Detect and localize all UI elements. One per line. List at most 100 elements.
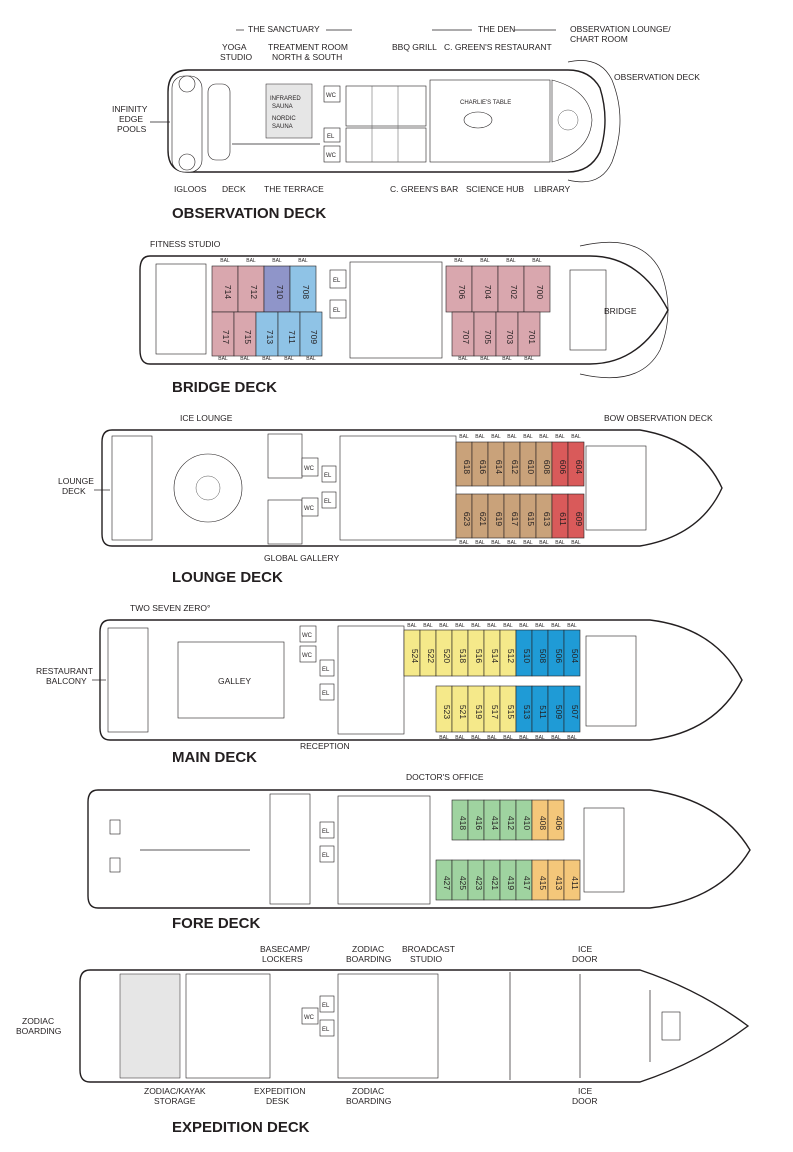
cabin-number: 507 xyxy=(570,705,580,719)
cabin-box xyxy=(563,685,581,733)
cabin-number: 715 xyxy=(243,330,253,344)
lounge-deck-label: LOUNGE xyxy=(58,476,94,486)
observation-deck-title: OBSERVATION DECK xyxy=(172,205,326,222)
infinity-pool xyxy=(207,83,231,161)
el-label-2: EL xyxy=(324,499,332,505)
balcony-label: BAL xyxy=(567,735,577,741)
cabin-number: 606 xyxy=(558,460,568,474)
balcony-label: BAL xyxy=(262,356,272,362)
balcony-label: BAL xyxy=(555,540,565,546)
crew-area xyxy=(269,793,311,905)
wc-label-2: WC xyxy=(304,506,315,512)
wc-label: WC xyxy=(302,633,313,639)
cabin-number: 417 xyxy=(522,876,532,890)
zodiac-boarding-bottom-label-2: BOARDING xyxy=(346,1096,391,1106)
reception-area xyxy=(337,625,405,735)
cabin-number: 521 xyxy=(458,705,468,719)
cabin-number: 517 xyxy=(490,705,500,719)
cabin-number: 623 xyxy=(462,512,472,526)
main-cabins: 524BAL522BAL520BAL518BAL516BAL514BAL512B… xyxy=(403,623,581,741)
wc-room-2 xyxy=(301,497,319,517)
el-room xyxy=(319,821,335,839)
cabin-box xyxy=(567,441,585,487)
wc-room xyxy=(323,85,341,103)
ice-door-bottom-label-2: DOOR xyxy=(572,1096,598,1106)
balcony-label: BAL xyxy=(455,735,465,741)
balcony-label: BAL xyxy=(480,356,490,362)
wc-room-2 xyxy=(299,645,317,663)
bridge-wing-outline xyxy=(579,241,669,379)
cabin-number: 524 xyxy=(410,649,420,663)
el-room-2 xyxy=(329,299,347,319)
cabin-number: 709 xyxy=(309,330,319,344)
cabin-number: 511 xyxy=(538,705,548,719)
main-deck: GALLEY WC WC EL EL 524BAL522BAL520BAL518… xyxy=(36,603,743,766)
el-label: EL xyxy=(322,667,330,673)
cabin-number: 516 xyxy=(474,649,484,663)
cabin-number: 423 xyxy=(474,876,484,890)
cabin-number: 406 xyxy=(554,816,564,830)
balcony-label: BAL xyxy=(218,356,228,362)
global-gallery-label: GLOBAL GALLERY xyxy=(264,553,339,563)
cabin-number: 522 xyxy=(426,649,436,663)
cabin-number: 518 xyxy=(458,649,468,663)
cabin-number: 613 xyxy=(542,512,552,526)
balcony-label: BAL xyxy=(539,540,549,546)
cabin-408: 408 xyxy=(531,799,549,841)
ice-lounge-centre xyxy=(195,475,221,501)
cabin-box xyxy=(563,859,581,901)
cabin-box xyxy=(563,629,581,677)
balcony-label: BAL xyxy=(298,258,308,264)
main-deck-title: MAIN DECK xyxy=(172,749,257,766)
balcony-label: BAL xyxy=(539,434,549,440)
bridge-label: BRIDGE xyxy=(604,306,637,316)
balcony-label: BAL xyxy=(458,356,468,362)
obs-lounge-label: OBSERVATION LOUNGE/ xyxy=(570,24,671,34)
expedition-desk-label-2: DESK xyxy=(266,1096,289,1106)
doctors-office-label: DOCTOR'S OFFICE xyxy=(406,772,484,782)
infinity-pools-label: INFINITY xyxy=(112,104,148,114)
cabin-418: 418 xyxy=(451,799,469,841)
zodiac-kayak-storage xyxy=(185,973,271,1079)
el-room xyxy=(319,659,335,677)
balcony-label: BAL xyxy=(551,623,561,629)
service-rooms xyxy=(345,127,427,163)
zodiac-boarding-bottom-label: ZODIAC xyxy=(352,1086,384,1096)
balcony-label: BAL xyxy=(240,356,250,362)
el-room-2 xyxy=(319,1019,335,1037)
balcony-label: BAL xyxy=(272,258,282,264)
el-label: EL xyxy=(322,1003,330,1009)
balcony-label: BAL xyxy=(459,434,469,440)
cabin-number: 621 xyxy=(478,512,488,526)
wc-label-2: WC xyxy=(302,653,313,659)
library-label: LIBRARY xyxy=(534,184,571,194)
den-room xyxy=(345,85,427,127)
cabin-423: 423 xyxy=(467,859,485,901)
cabin-number: 515 xyxy=(506,705,516,719)
cabin-412: 412 xyxy=(499,799,517,841)
yoga-studio-label: YOGA xyxy=(222,42,247,52)
cabin-box xyxy=(497,265,525,313)
balcony-label: BAL xyxy=(246,258,256,264)
cabin-number: 619 xyxy=(494,512,504,526)
cabin-number: 512 xyxy=(506,649,516,663)
fixture xyxy=(661,1011,681,1041)
cabin-number: 617 xyxy=(510,512,520,526)
cabin-number: 414 xyxy=(490,816,500,830)
cabin-number: 717 xyxy=(221,330,231,344)
cabin-425: 425 xyxy=(451,859,469,901)
infrared-sauna-label-2: SAUNA xyxy=(272,104,293,110)
